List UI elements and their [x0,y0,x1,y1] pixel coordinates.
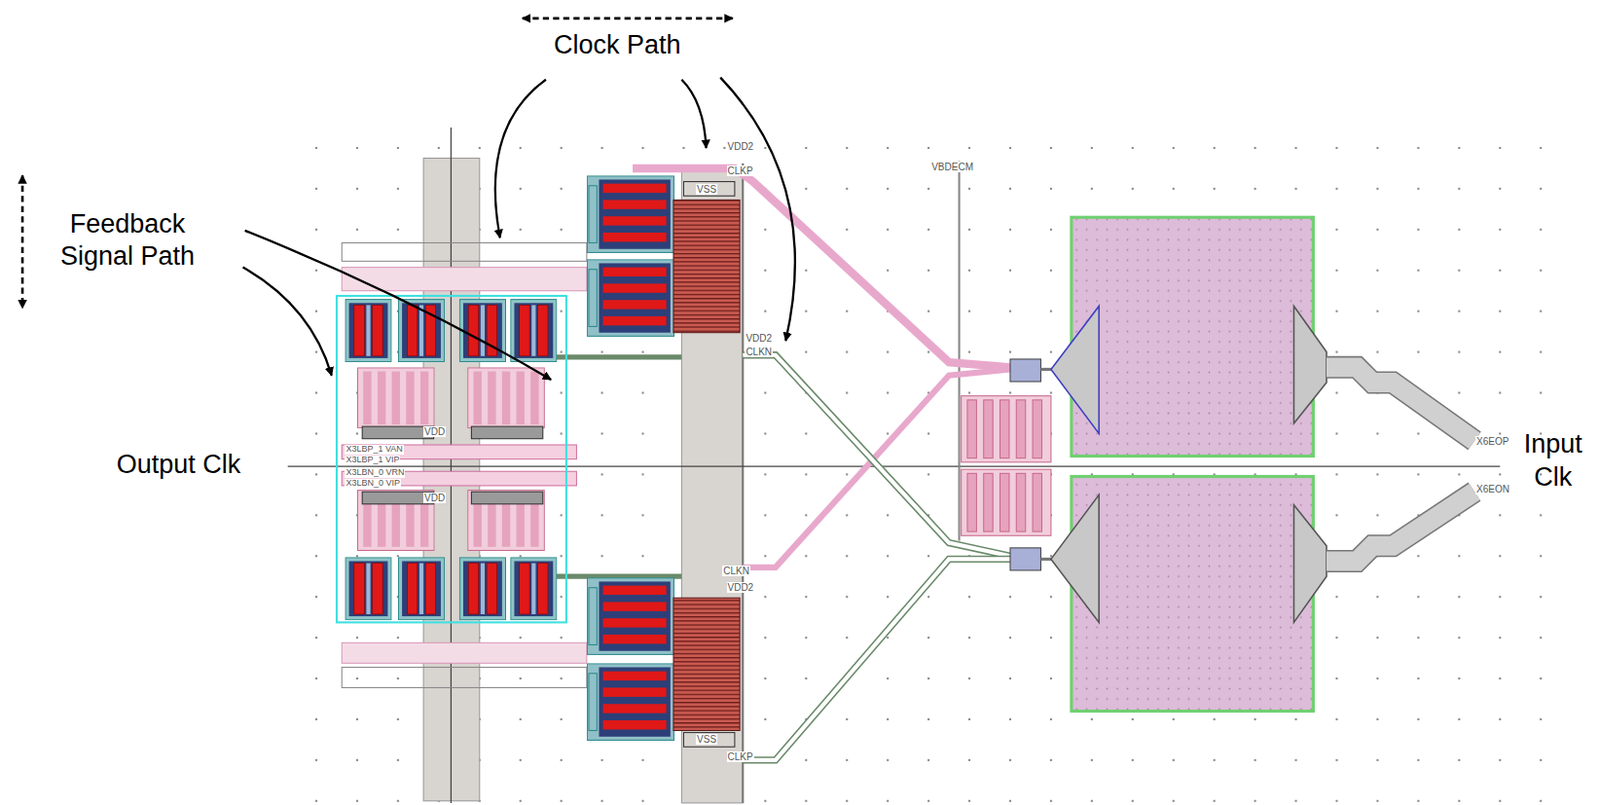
direction-arrow [522,17,733,21]
transistor-block [510,557,557,620]
pin-box [683,181,734,197]
pin-label: VDD2 [744,332,773,344]
rail-edge [741,163,744,803]
finger [1032,472,1042,532]
pin-label: VDD2 [727,581,756,593]
axis-line [450,127,452,803]
transistor-block [459,557,506,620]
feed-line [1326,491,1475,561]
taper [1051,494,1099,622]
annotation-label: Input Clk [1514,428,1593,495]
pin-label: CLKP [727,751,755,763]
pin-label: VDD [423,426,446,437]
clock-wire [632,168,1011,367]
finger [1016,400,1025,459]
finger [1032,400,1042,459]
leader-arrow [495,79,546,238]
metal-strap [341,242,587,261]
supply-bar [471,491,543,505]
pin-label: VSS [695,183,718,195]
pin-label: VDD2 [727,141,756,152]
pin-label: CLKP [727,165,755,177]
feed-line [1326,491,1475,561]
cell-boundary [336,295,567,622]
inductor-array [673,597,740,730]
transistor-block [961,396,1052,463]
bond-pad [1071,475,1313,711]
metal-strap [341,642,587,663]
pin-label: X6EOP [1475,436,1510,447]
inductor-array [673,199,740,332]
leader-arrow [681,79,706,148]
via-block [1010,547,1041,571]
transistor-block [586,259,674,337]
leader-arrow [720,77,796,341]
pin-label: VBDECM [930,161,975,173]
taper [1051,305,1099,434]
clock-wire-core [742,558,1011,760]
dot-grid [306,138,1563,805]
pin-label: X3LBP_1 VAN [344,444,403,454]
bond-pad [1071,217,1313,456]
pin-label: CLKN [744,346,773,358]
finger [1000,400,1010,459]
transistor-block [586,663,674,741]
clock-wire [742,558,1011,760]
annotation-label: Feedback Signal Path [39,208,216,275]
direction-arrow [21,175,25,308]
transistor-block [357,367,435,429]
transistor-block [510,299,557,363]
finger [967,472,977,532]
transistor-block [468,367,546,429]
finger [1000,472,1010,532]
pin-label: VDD [423,492,446,504]
annotation-label: Output Clk [116,448,242,482]
clock-wire-core [742,355,1011,556]
pin-box [683,732,734,748]
metal-strap [341,267,587,291]
transistor-block [345,299,392,363]
transistor-block [586,578,674,655]
pin-label: VSS [695,733,718,745]
transistor-block [468,490,546,551]
finger [983,472,993,532]
clock-wire [742,355,1011,556]
finger [967,400,977,459]
supply-bar [471,426,543,439]
taper [1293,505,1327,623]
feed-line [1326,366,1475,440]
pin-label: X3LBN_0 VIP [344,478,401,488]
signal-wire [555,354,682,360]
transistor-block [345,557,392,620]
transistor-block [459,299,506,363]
taper [1293,305,1327,424]
bias-wire [958,161,961,542]
transistor-block [961,469,1052,536]
finger [983,400,993,459]
pin-label: X3LBP_1 VIP [344,455,400,465]
via-block [1010,359,1041,382]
feed-line [1326,366,1475,440]
metal-strap [341,666,587,688]
transistor-block [398,557,444,620]
pin-label: X3LBN_0 VRN [344,468,405,477]
annotation-label: Clock Path [553,29,682,63]
axis-line [288,465,1501,467]
pin-label: X6EON [1475,483,1511,495]
finger [1016,472,1025,532]
transistor-block [586,176,674,254]
leader-arrow [243,267,332,376]
pin-label: CLKN [722,565,751,577]
